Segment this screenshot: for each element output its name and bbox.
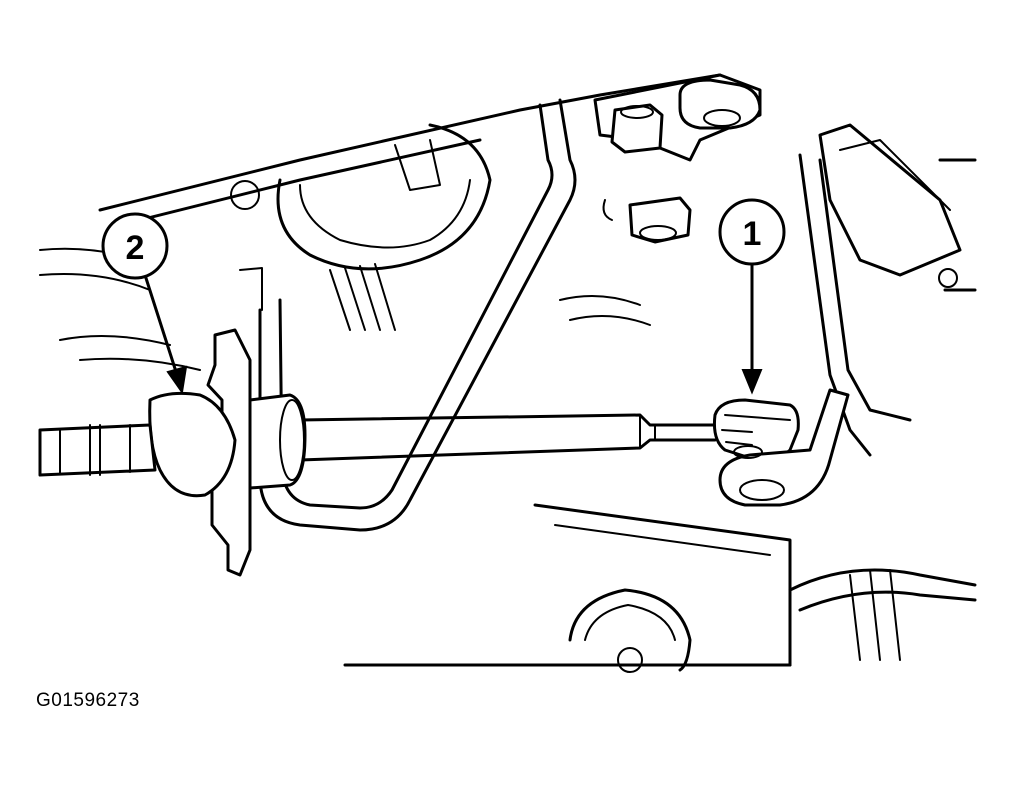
callout-1-number: 1 (743, 215, 762, 253)
cable-connector-assembly (38, 267, 307, 577)
callout-1: 1 (718, 198, 786, 395)
callout-2: 2 (101, 212, 188, 395)
linkage-bracket (258, 98, 577, 532)
callout-1-circle (718, 198, 786, 266)
callout-2-circle (101, 212, 169, 280)
figure-id-label: G01596273 (36, 690, 140, 711)
shift-cable (298, 413, 717, 462)
callout-2-number: 2 (126, 229, 145, 267)
cable-end-bushing (713, 388, 850, 507)
chassis-outline (39, 73, 977, 673)
